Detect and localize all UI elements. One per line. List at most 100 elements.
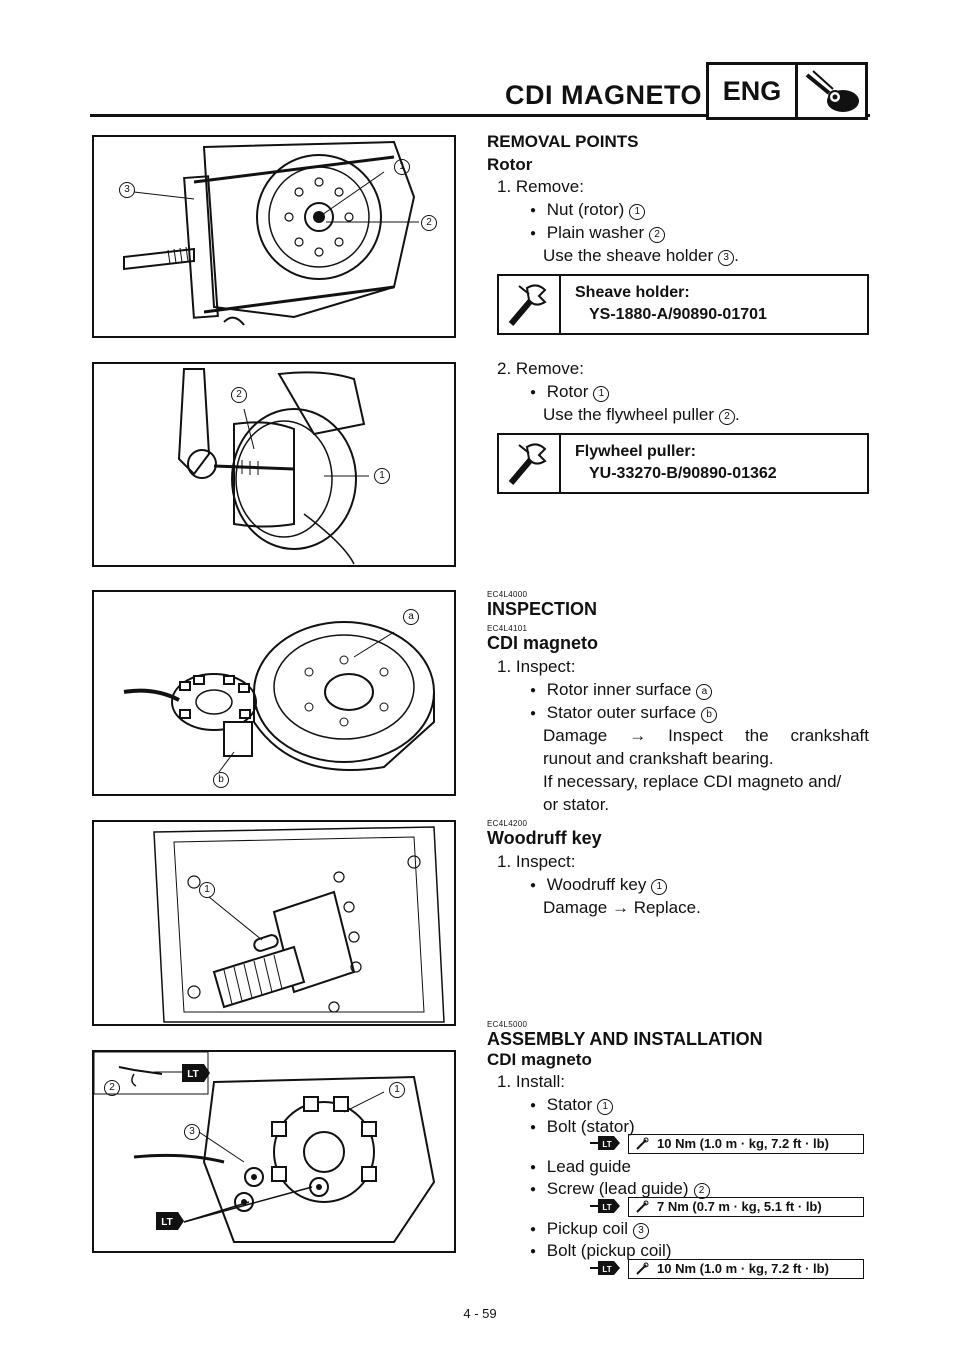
cdi-magneto-subheading: CDI magneto [487, 633, 599, 653]
inspect-label: 1. Inspect: [497, 852, 576, 871]
item-text: Bolt (stator) [546, 1117, 635, 1136]
item-text: Lead guide [546, 1157, 631, 1176]
tool-part-number: YS-1880-A/90890-01701 [589, 306, 767, 323]
damage-line: If necessary, replace CDI magneto and/ [543, 772, 842, 791]
torque-spec: 10 Nm (1.0 m · kg, 7.2 ft · lb) [628, 1259, 864, 1279]
ref-marker: 3 [718, 250, 735, 266]
damage-line: or stator. [543, 795, 610, 814]
callout-3: 3 [184, 1124, 200, 1140]
torque-spec: 10 Nm (1.0 m · kg, 7.2 ft · lb) [628, 1134, 864, 1154]
callout-1: 1 [389, 1082, 405, 1098]
tool-label: Sheave holder: [575, 284, 690, 301]
special-tool-box: Flywheel puller: YU-33270-B/90890-01362 [497, 433, 869, 494]
rotor-stator-illustration: a b [92, 590, 456, 796]
ref-marker: 1 [597, 1099, 614, 1115]
list-item: Nut (rotor)1 [530, 199, 646, 224]
inspection-heading: INSPECTION [487, 599, 598, 619]
wrench-icon [508, 443, 547, 485]
section-code: EC4L4101 [487, 624, 528, 633]
svg-text:LT: LT [187, 1069, 198, 1080]
item-text: Woodruff key [546, 875, 647, 894]
ref-marker: 3 [633, 1223, 650, 1239]
inspect-label: 1. Inspect: [497, 657, 576, 676]
woodruff-key-illustration: 1 [92, 820, 456, 1026]
section-code: EC4L5000 [487, 1020, 528, 1029]
woodruff-key-drawing [153, 826, 445, 1023]
lt-badge-icon: LT [156, 1212, 184, 1230]
ref-marker: a [696, 684, 713, 700]
item-text: Stator outer surface [546, 703, 697, 722]
tool-part-number: YU-33270-B/90890-01362 [589, 465, 777, 482]
tool-icon-cell [499, 276, 561, 333]
item-text: Plain washer [546, 223, 645, 242]
ref-marker: 1 [651, 879, 668, 895]
step-2-label: 2. Remove: [497, 359, 584, 378]
svg-text:LT: LT [161, 1217, 172, 1228]
page-title: CDI MAGNETO [505, 80, 703, 110]
item-text: Rotor [546, 382, 589, 401]
callout-2: 2 [421, 215, 437, 231]
cdi-magneto-subheading: CDI magneto [487, 1050, 592, 1069]
rotor-stator-drawing [123, 621, 435, 773]
callout-a: a [403, 609, 419, 625]
lt-badge-icon: LT [182, 1064, 210, 1082]
callout-1: 1 [374, 468, 390, 484]
damage-line: Damage → Replace. [543, 898, 701, 917]
callout-3: 3 [119, 182, 135, 198]
special-tool-box: Sheave holder: YS-1880-A/90890-01701 [497, 274, 869, 335]
section-code: EC4L4000 [487, 590, 528, 599]
tool-label: Flywheel puller: [575, 443, 696, 460]
install-label: 1. Install: [497, 1072, 566, 1091]
lt-locktite-icon: LT [590, 1199, 620, 1213]
item-text: Screw (lead guide) [546, 1179, 689, 1198]
torque-value: 10 Nm (1.0 m · kg, 7.2 ft · lb) [657, 1261, 829, 1276]
list-item: Screw (lead guide)2 [530, 1178, 710, 1203]
woodruff-heading: Woodruff key [487, 828, 602, 848]
torque-spec: 7 Nm (0.7 m · kg, 5.1 ft · lb) [628, 1197, 864, 1217]
torque-wrench-icon [636, 1137, 649, 1150]
svg-text:LT: LT [602, 1203, 611, 1212]
tool-text: Flywheel puller: YU-33270-B/90890-01362 [575, 441, 777, 485]
torque-value: 7 Nm (0.7 m · kg, 5.1 ft · lb) [657, 1199, 822, 1214]
cdi-assembly-drawing [93, 1051, 436, 1243]
engine-icon [805, 70, 859, 112]
damage-line: Damage → Inspect the crankshaft [543, 726, 869, 745]
ref-marker: 1 [629, 204, 646, 220]
cdi-assembly-illustration: 2 1 3 LT LT [92, 1050, 456, 1253]
ref-marker: 1 [593, 386, 610, 402]
ref-marker: b [701, 707, 718, 723]
section-code: EC4L4200 [487, 819, 528, 828]
removal-heading: REMOVAL POINTS [487, 132, 639, 151]
section-badge: ENG [706, 62, 868, 120]
list-item: Bolt (stator) [530, 1116, 635, 1141]
rotor-removal-drawing [123, 140, 419, 326]
torque-value: 10 Nm (1.0 m · kg, 7.2 ft · lb) [657, 1136, 829, 1151]
svg-text:LT: LT [602, 1140, 611, 1149]
item-text: Stator [546, 1095, 593, 1114]
tool-text: Sheave holder: YS-1880-A/90890-01701 [575, 282, 767, 326]
ref-marker: 2 [693, 1183, 710, 1199]
page-number: 4 - 59 [463, 1306, 497, 1321]
lt-locktite-icon: LT [590, 1136, 620, 1150]
item-text: Pickup coil [546, 1219, 629, 1238]
flywheel-puller-illustration: 2 1 [92, 362, 456, 567]
list-item: Bolt (pickup coil) [530, 1240, 672, 1265]
lt-locktite-icon: LT [590, 1261, 620, 1275]
rotor-subheading: Rotor [487, 155, 533, 174]
rotor-removal-illustration: 1 2 3 [92, 135, 456, 338]
callout-2: 2 [104, 1080, 120, 1096]
item-text: Bolt (pickup coil) [546, 1241, 672, 1260]
section-badge-label: ENG [709, 65, 798, 117]
callout-2: 2 [231, 387, 247, 403]
ref-marker: 2 [649, 227, 666, 243]
tool-icon-cell [499, 435, 561, 492]
svg-text:LT: LT [602, 1265, 611, 1274]
assembly-heading: ASSEMBLY AND INSTALLATION [487, 1029, 763, 1049]
